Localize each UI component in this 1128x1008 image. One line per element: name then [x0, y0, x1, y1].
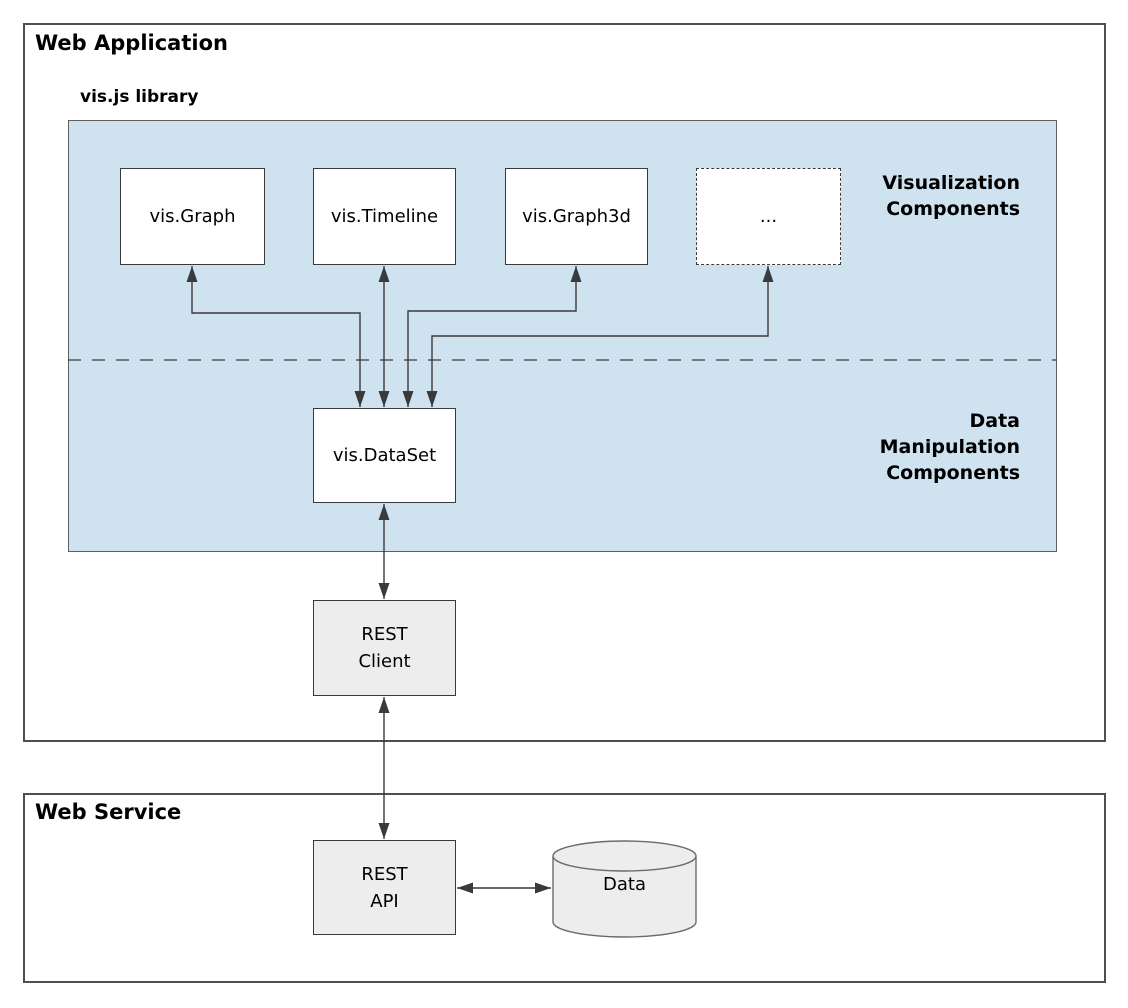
cylinder-shape-icon: [552, 840, 697, 938]
data-store-cylinder: Data: [552, 840, 697, 938]
node-vis-graph3d: vis.Graph3d: [505, 168, 648, 265]
visjs-library-label: vis.js library: [80, 87, 199, 107]
node-more-components: ...: [696, 168, 841, 265]
node-vis-graph: vis.Graph: [120, 168, 265, 265]
visualization-components-label: Visualization Components: [882, 172, 1020, 220]
node-rest-client: REST Client: [313, 600, 456, 696]
node-vis-dataset: vis.DataSet: [313, 408, 456, 503]
web-application-title: Web Application: [35, 31, 228, 55]
web-service-title: Web Service: [35, 800, 182, 824]
data-store-label: Data: [603, 874, 646, 895]
node-vis-timeline: vis.Timeline: [313, 168, 456, 265]
data-manipulation-components-label: Data Manipulation Components: [879, 410, 1020, 484]
node-rest-api: REST API: [313, 840, 456, 935]
